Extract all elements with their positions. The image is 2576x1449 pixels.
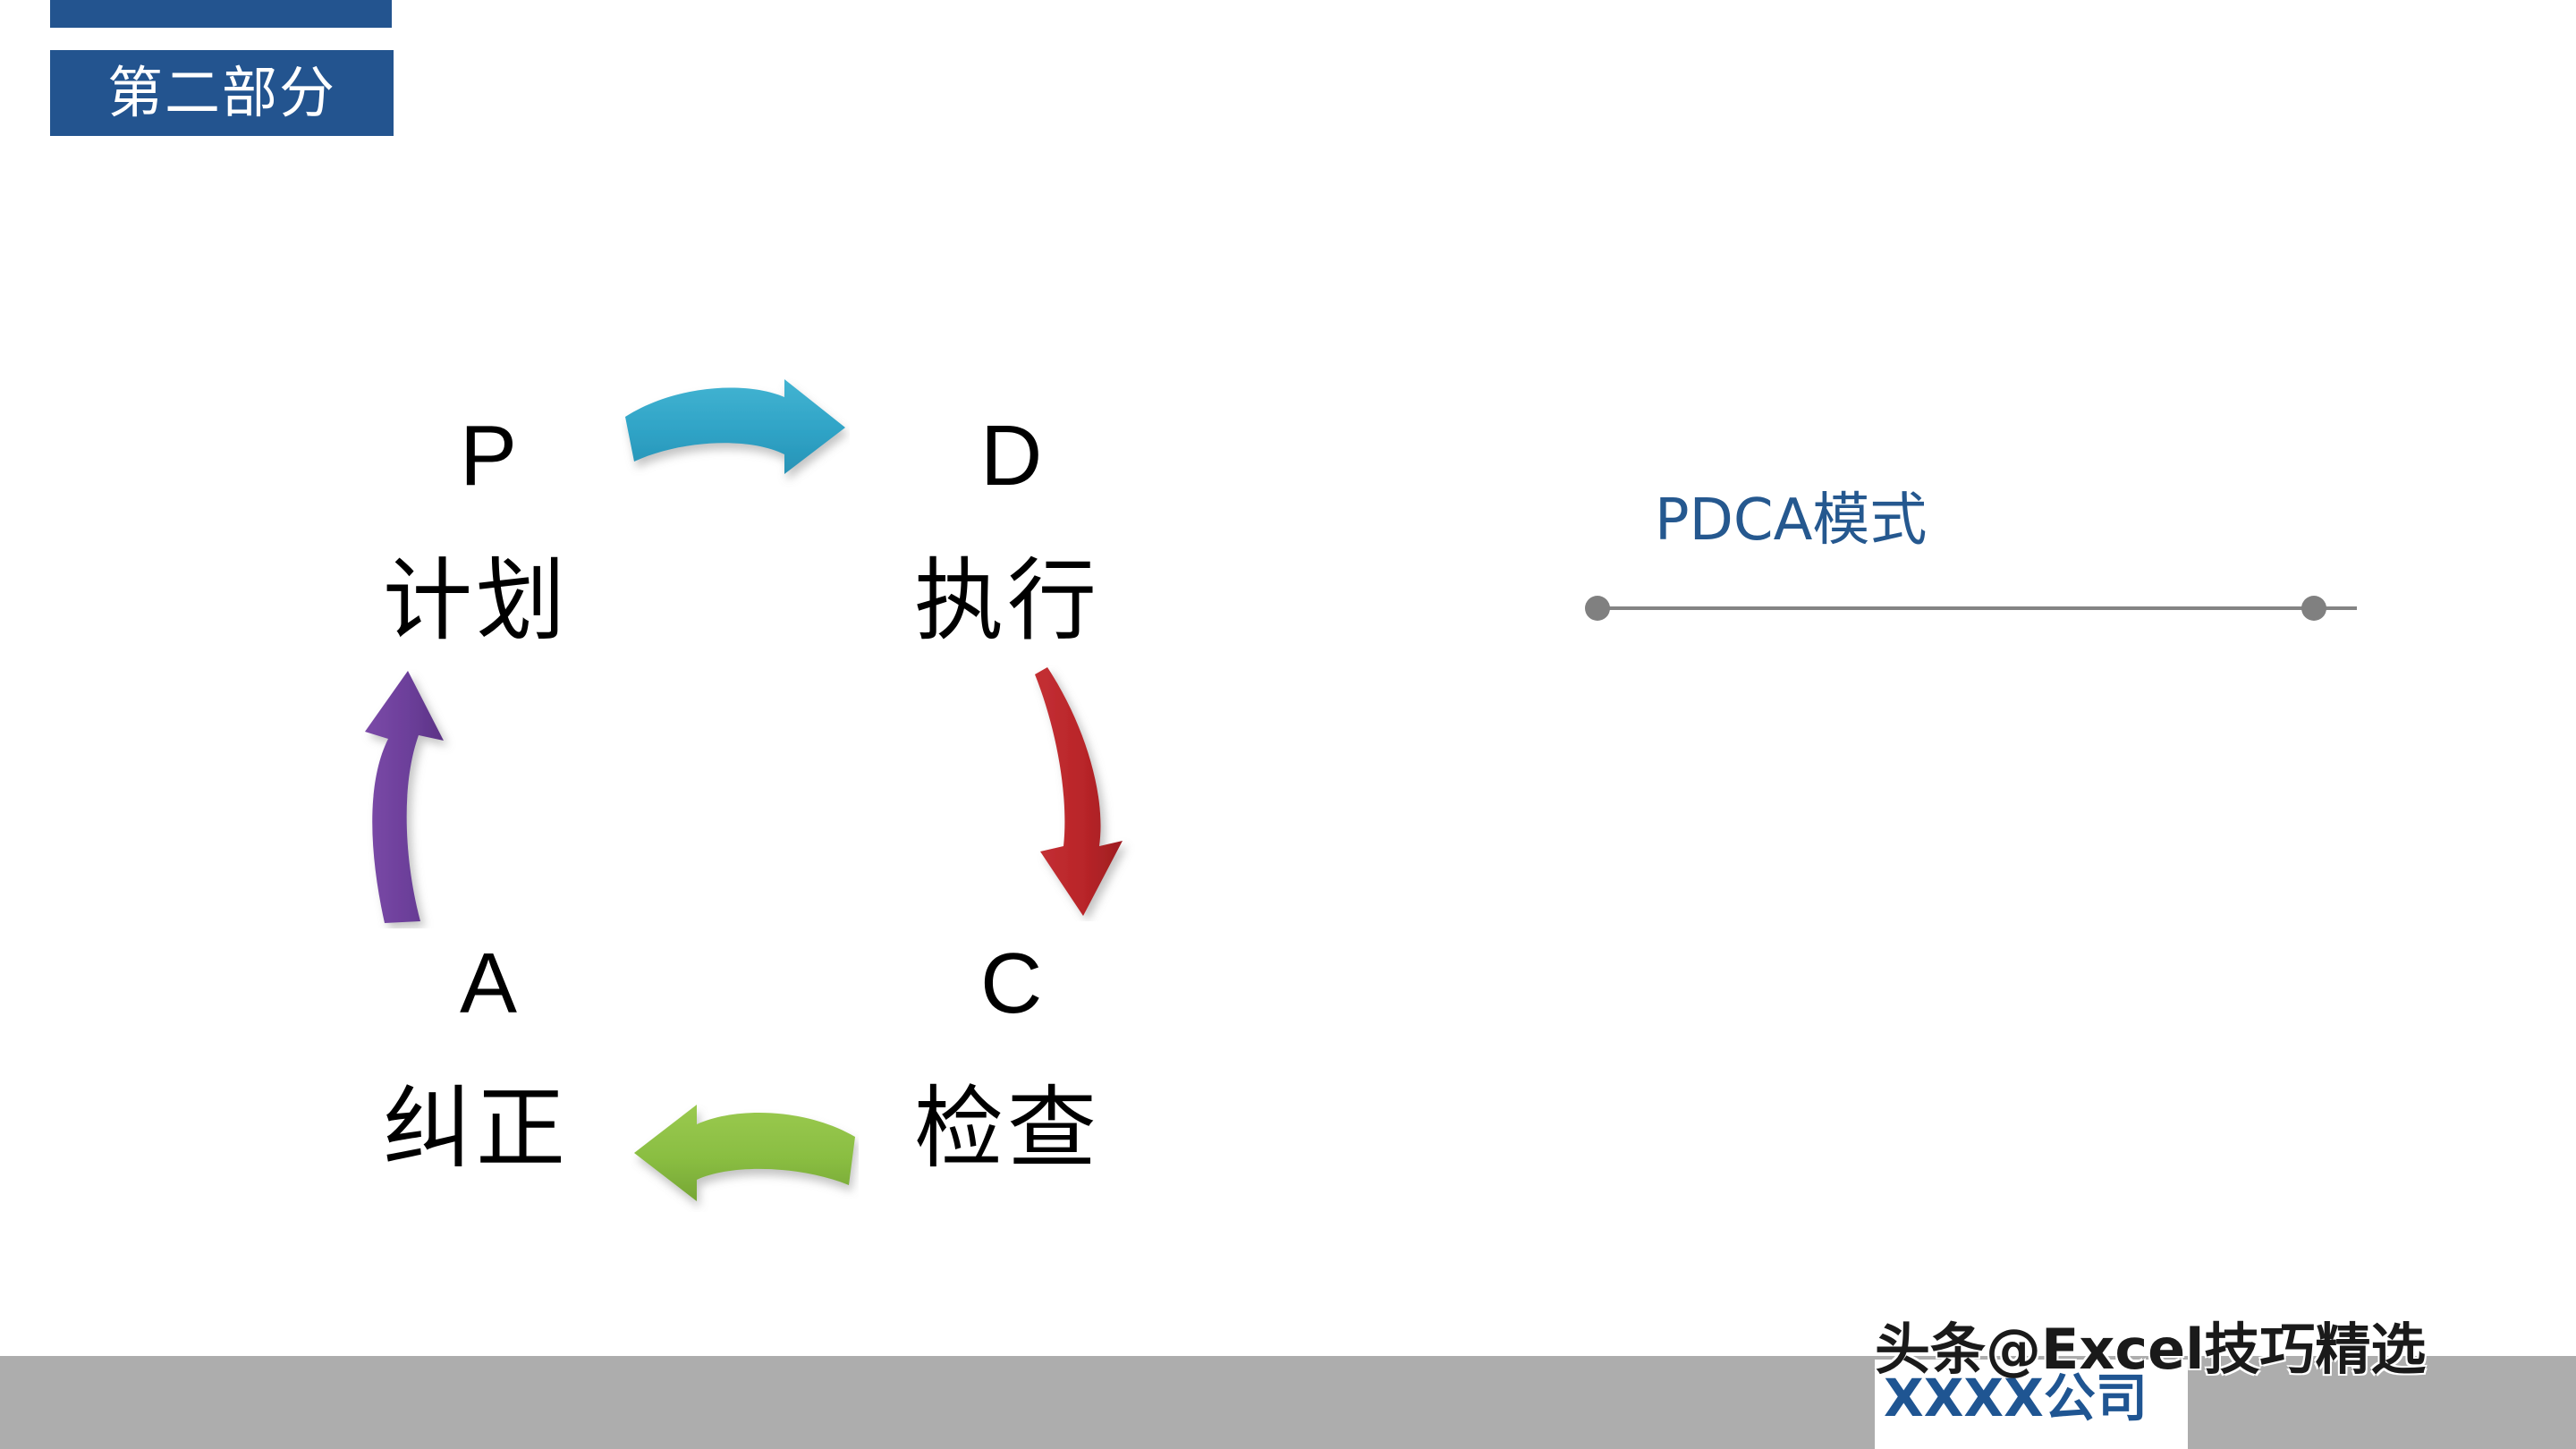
arrow-left-icon [631,1096,859,1212]
company-name: XXXX公司 [1884,1368,2148,1428]
node-word-check: 检查 [914,1076,1100,1181]
node-word-act: 纠正 [383,1076,569,1181]
node-word-do: 执行 [914,548,1100,653]
node-letter-plan: P [460,408,518,504]
watermark-text: 头条@Excel技巧精选 [1875,1317,2427,1382]
rule-dot-left-icon [1585,596,1610,621]
top-accent-bar [50,0,392,28]
section-badge-label: 第二部分 [106,60,336,125]
pdca-cycle-diagram: P 计划 D 执行 A 纠正 C 检查 [340,358,1288,1234]
node-letter-do: D [980,408,1043,504]
arrow-up-icon [340,669,461,928]
arrow-down-icon [1033,662,1154,921]
rule-dot-right-icon [2301,596,2326,621]
section-badge: 第二部分 [50,50,394,136]
company-name-plate [1875,1360,2188,1449]
pdca-title: PDCA模式 [1655,487,1928,554]
node-letter-check: C [980,936,1043,1031]
node-letter-act: A [460,936,518,1031]
title-underline-rule [1597,606,2357,610]
arrow-right-icon [622,377,850,494]
pdca-title-block: PDCA模式 [1556,465,2451,662]
node-word-plan: 计划 [383,548,569,653]
